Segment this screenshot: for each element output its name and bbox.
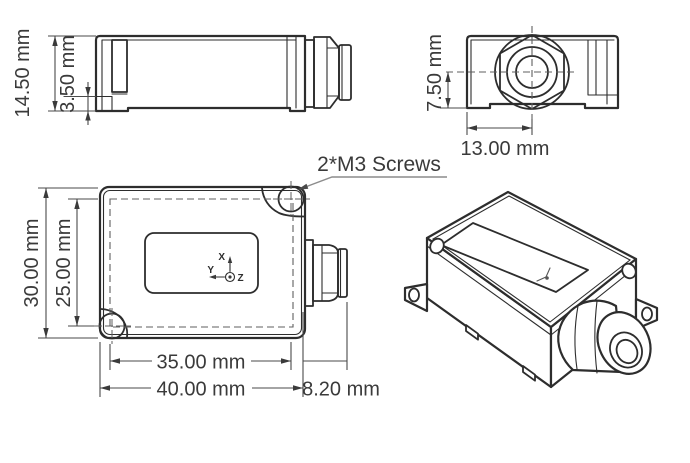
arrowhead bbox=[85, 87, 91, 97]
end-dimension-lines bbox=[440, 72, 533, 135]
iso-foot-1 bbox=[465, 324, 479, 341]
top-view: X Y Z 30.00 mm 25.00 mm 35.00 mm 40.00 m… bbox=[21, 153, 447, 401]
dim-label-top-width: 30.00 mm bbox=[21, 219, 43, 308]
screw-centerlines bbox=[94, 181, 310, 344]
side-gland-cap bbox=[338, 44, 352, 101]
arrowhead bbox=[100, 385, 110, 391]
axis-y-arrowhead bbox=[209, 274, 216, 280]
axis-x-label: X bbox=[218, 252, 225, 263]
top-gland-cap bbox=[337, 248, 348, 298]
side-view: 14.50 mm 3.50 mm bbox=[12, 29, 352, 125]
arrowhead bbox=[74, 199, 80, 209]
iso-corner-notch-left bbox=[429, 237, 445, 255]
axis-z-dot bbox=[228, 275, 232, 279]
screw-callout-label: 2*M3 Screws bbox=[317, 153, 441, 176]
side-screw-boss bbox=[111, 39, 128, 93]
arrowhead bbox=[281, 358, 291, 364]
dim-label-hole-pitch-h: 35.00 mm bbox=[157, 352, 246, 374]
isometric-view bbox=[403, 190, 659, 389]
axis-x-arrowhead bbox=[227, 256, 233, 263]
iso-axis-dot bbox=[545, 276, 549, 280]
axis-z-circle bbox=[224, 271, 236, 283]
side-dimension-lines bbox=[48, 35, 96, 125]
arrowhead bbox=[85, 111, 91, 121]
end-view: 7.50 mm 13.00 mm bbox=[424, 26, 620, 160]
dim-label-end-offset: 13.00 mm bbox=[461, 138, 550, 160]
top-label-recess bbox=[144, 232, 259, 294]
axis-z-label: Z bbox=[238, 273, 244, 284]
side-body-outline bbox=[94, 34, 307, 113]
iso-gland-cap-face bbox=[596, 311, 652, 375]
iso-flange-right-hole bbox=[641, 306, 653, 322]
dim-label-hole-pitch-v: 25.00 mm bbox=[53, 219, 75, 308]
end-body-outline bbox=[465, 34, 620, 110]
dim-label-side-base: 3.50 mm bbox=[57, 35, 79, 113]
dim-label-side-height: 14.50 mm bbox=[12, 29, 34, 118]
arrowhead bbox=[445, 98, 451, 108]
side-gland-flange bbox=[304, 39, 315, 108]
arrowhead bbox=[43, 188, 49, 198]
iso-label-recess bbox=[440, 222, 589, 293]
arrowhead bbox=[52, 101, 58, 111]
end-centerlines bbox=[446, 26, 578, 119]
arrowhead bbox=[74, 316, 80, 326]
top-lid-seam-dashed bbox=[109, 198, 294, 328]
side-lid-lines bbox=[63, 35, 297, 112]
arrowhead bbox=[43, 328, 49, 338]
screw-callout-leader bbox=[299, 176, 447, 190]
arrowhead bbox=[522, 125, 532, 131]
iso-gland-nut-facets bbox=[574, 300, 598, 374]
iso-axis-arrows bbox=[536, 267, 551, 282]
top-gland-flange bbox=[304, 239, 314, 307]
arrowhead bbox=[110, 358, 120, 364]
arrowhead bbox=[293, 385, 303, 391]
arrowhead bbox=[52, 36, 58, 46]
top-screw-ears bbox=[100, 187, 305, 338]
iso-gland-hole bbox=[615, 338, 639, 365]
arrowhead bbox=[467, 125, 477, 131]
dim-label-end-height: 7.50 mm bbox=[424, 34, 446, 112]
top-dimension-lines bbox=[38, 187, 348, 397]
iso-axis-glyph bbox=[536, 267, 551, 282]
dim-label-gland-protrusion: 8.20 mm bbox=[302, 379, 380, 401]
top-gland-hex-facets bbox=[321, 244, 339, 302]
iso-foot-2 bbox=[522, 365, 536, 382]
side-gland-hex-facets bbox=[326, 36, 340, 109]
iso-flange-left-hole bbox=[408, 287, 420, 303]
arrowhead bbox=[445, 72, 451, 82]
axis-y-label: Y bbox=[207, 265, 214, 276]
top-lid-inner-line bbox=[102, 189, 303, 336]
iso-corner-notch-right bbox=[621, 262, 637, 280]
screw-callout-arrowhead bbox=[297, 183, 309, 190]
axis-marker: X Y Z bbox=[207, 252, 243, 284]
dim-label-top-length: 40.00 mm bbox=[157, 379, 246, 401]
iso-gland-ring bbox=[609, 331, 643, 369]
